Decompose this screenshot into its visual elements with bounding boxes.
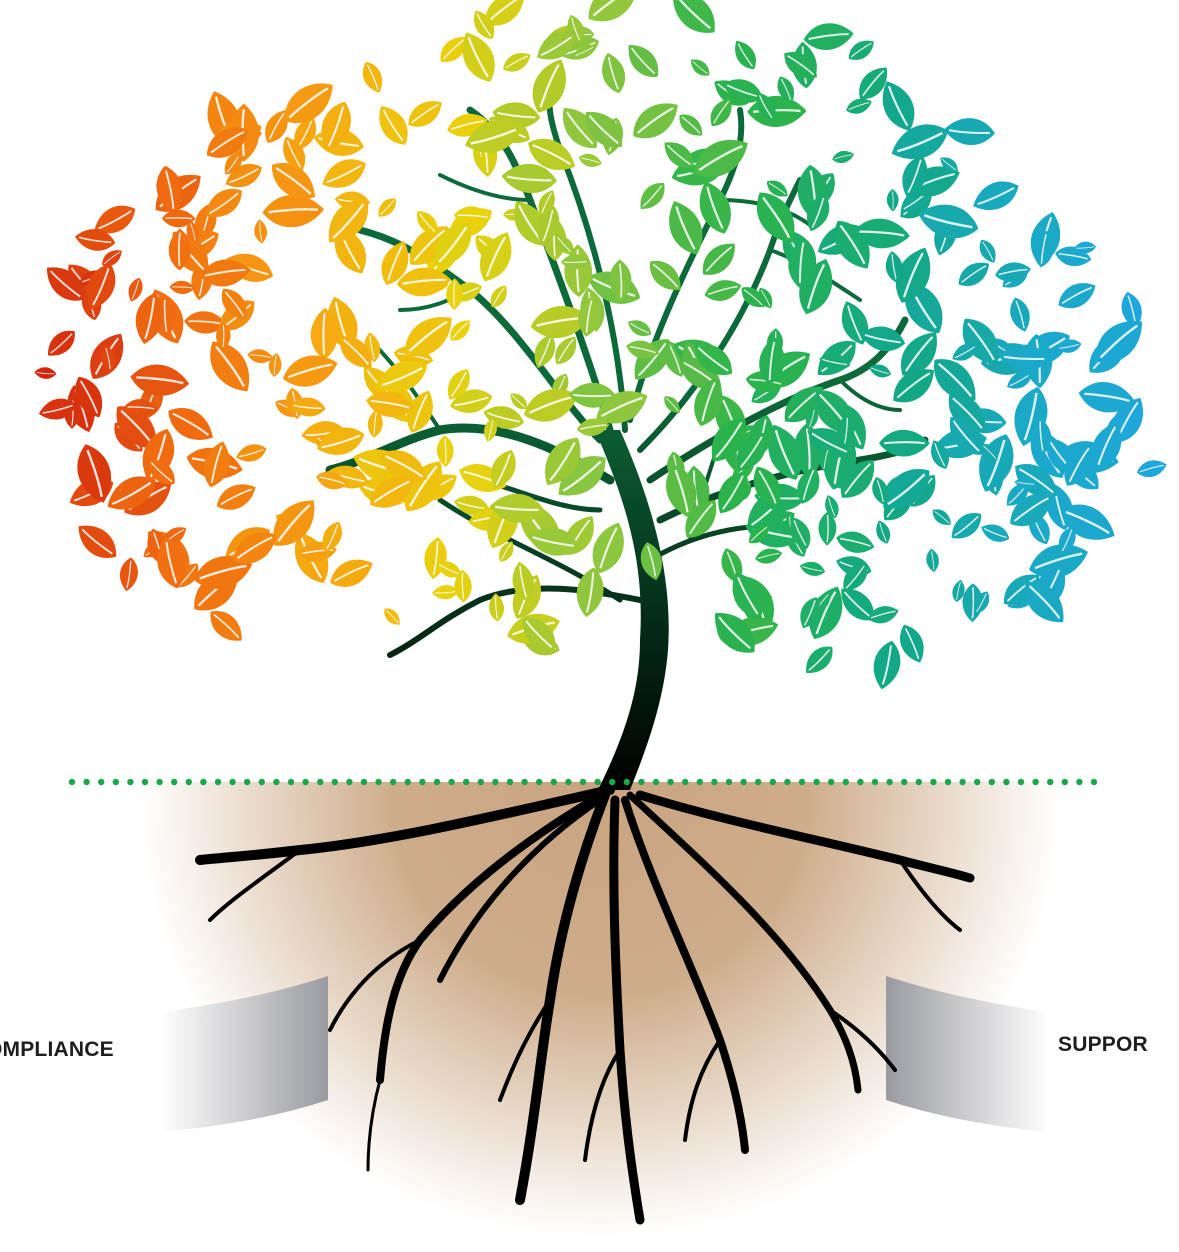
leaf-icon xyxy=(34,0,1167,690)
root-icon xyxy=(195,785,975,1225)
ground-line xyxy=(68,778,1098,786)
left-side-tab xyxy=(160,976,328,1132)
support-label: SUPPOR xyxy=(1058,1033,1148,1056)
right-side-tab xyxy=(886,976,1050,1132)
tree-trunk xyxy=(595,430,669,790)
compliance-label: OMPLIANCE xyxy=(0,1038,114,1061)
